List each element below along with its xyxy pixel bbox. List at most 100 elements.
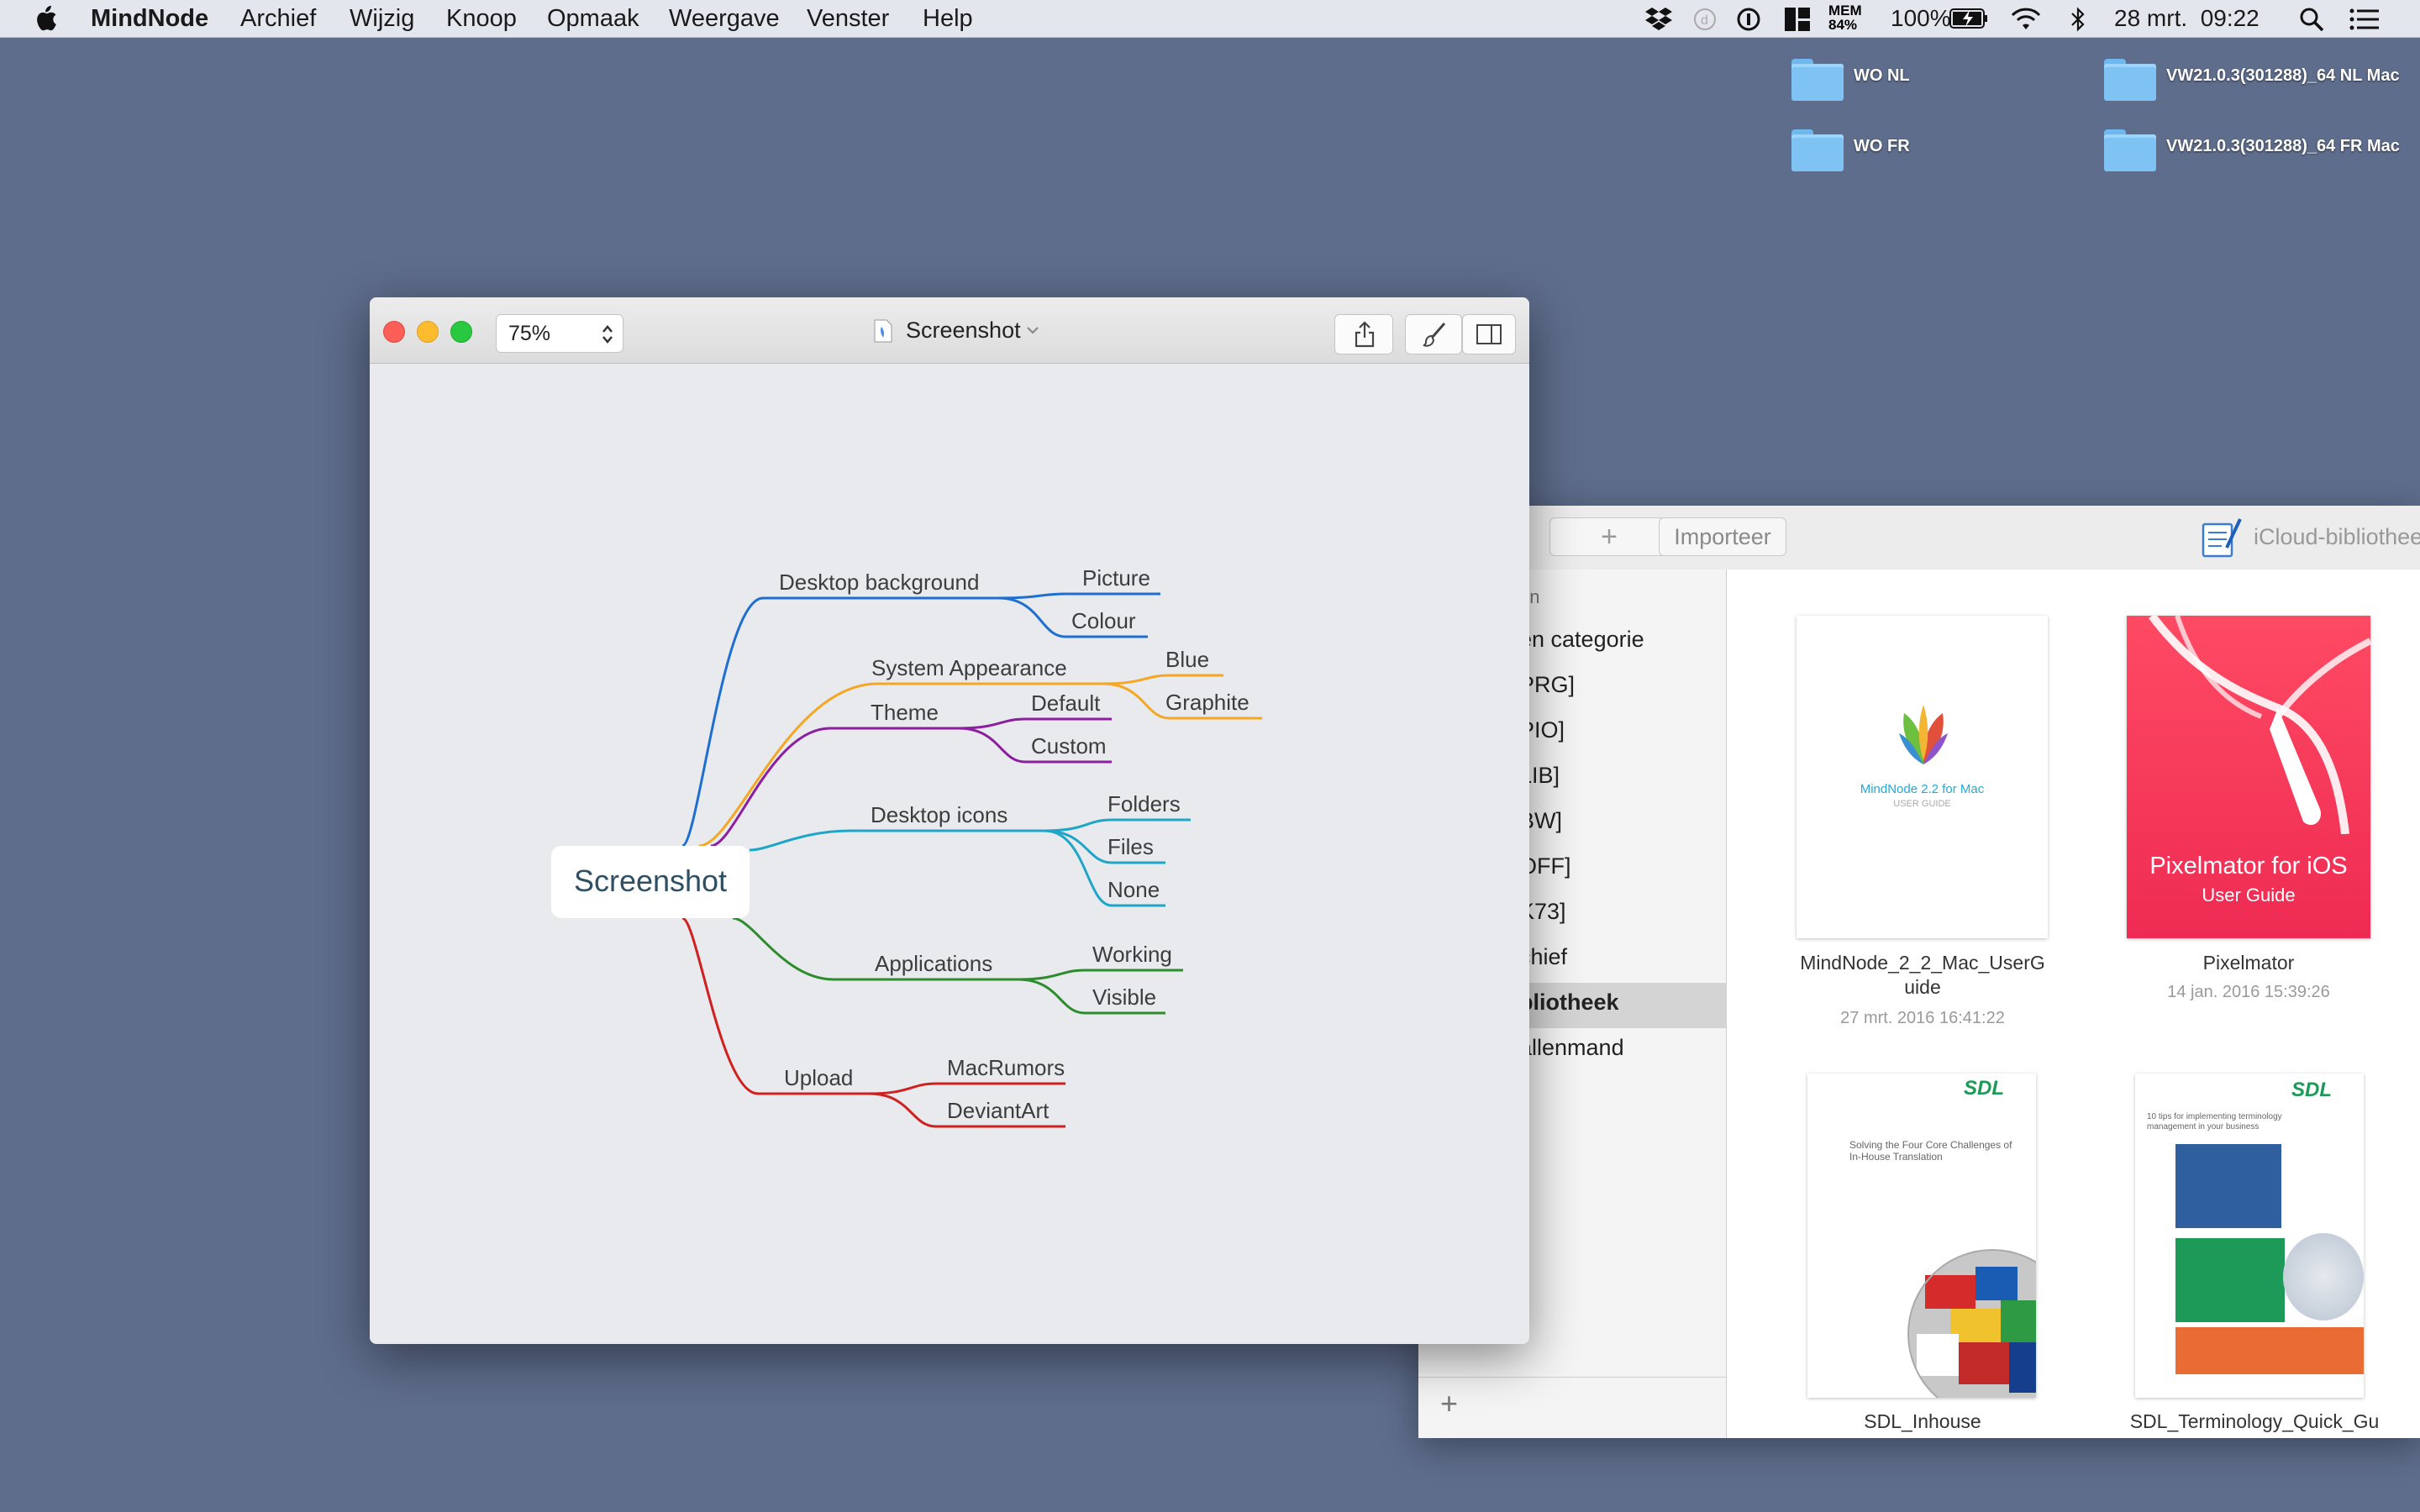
child-node[interactable]: Files	[1107, 834, 1154, 859]
library-toolbar: + Importeer iCloud-bibliotheek	[1418, 506, 2420, 570]
child-node[interactable]: DeviantArt	[947, 1098, 1050, 1123]
branch-connector	[732, 916, 1018, 981]
add-document-button[interactable]: +	[1549, 517, 1669, 556]
branch-node[interactable]: System Appearance	[871, 655, 1067, 680]
menu-venster[interactable]: Venster	[807, 5, 890, 32]
child-node[interactable]: Graphite	[1165, 690, 1249, 715]
child-connector	[957, 717, 1112, 730]
menu-wijzig[interactable]: Wijzig	[350, 5, 415, 32]
menu-opmaak[interactable]: Opmaak	[547, 5, 639, 32]
menu-knoop[interactable]: Knoop	[446, 5, 517, 32]
minimize-button[interactable]	[417, 321, 439, 343]
dropbox-icon[interactable]	[1645, 7, 1672, 30]
branch-node[interactable]: Upload	[784, 1065, 853, 1090]
child-node[interactable]: Folders	[1107, 791, 1181, 816]
stepper-arrows-icon	[602, 325, 613, 344]
branch-node[interactable]: Desktop background	[779, 570, 979, 595]
child-node[interactable]: None	[1107, 877, 1160, 902]
document-title[interactable]: Screenshot	[906, 318, 1021, 343]
clock[interactable]: 28 mrt. 09:22	[2114, 5, 2260, 31]
child-connector	[1102, 682, 1262, 720]
branch-connector	[681, 596, 998, 848]
child-node[interactable]: MacRumors	[947, 1055, 1065, 1080]
child-node[interactable]: Blue	[1165, 647, 1209, 672]
desktop-folder-wo-fr[interactable]: WO FR	[1791, 129, 2144, 197]
people-photo	[2283, 1233, 2364, 1320]
child-connector	[957, 727, 1112, 764]
branch-connector	[749, 829, 1044, 852]
sidebar-item-selected[interactable]: bliotheek	[1519, 990, 1619, 1015]
sidebar-toggle-button[interactable]	[1462, 314, 1516, 354]
document-name: MindNode_2_2_Mac_UserG uide	[1769, 951, 2076, 1000]
close-button[interactable]	[383, 321, 405, 343]
wifi-icon[interactable]	[2010, 8, 2042, 31]
branch-node[interactable]: Theme	[871, 700, 939, 725]
child-node[interactable]: Colour	[1071, 608, 1136, 633]
document-grid: MindNode 2.2 for Mac USER GUIDE MindNode…	[1727, 570, 2420, 1438]
zoom-button[interactable]	[450, 321, 472, 343]
folder-label: VW21.0.3(301288)_64 FR Mac	[2166, 137, 2400, 155]
branch-connector	[681, 916, 869, 1095]
mem-value: 84%	[1828, 17, 1858, 33]
desktop-folder-vw-fr[interactable]: VW21.0.3(301288)_64 FR Mac	[2104, 129, 2420, 197]
zoom-value: 75%	[508, 322, 551, 345]
document-date: 27 mrt. 2016 16:41:22	[1840, 1009, 2005, 1027]
sdl-logo: SDL	[2291, 1079, 2332, 1101]
child-connector	[1044, 818, 1191, 832]
battery-charging-icon[interactable]	[1949, 8, 1988, 29]
notification-center-icon[interactable]	[2349, 8, 2380, 30]
document-name: SDL_Terminology_Quick_Gu	[2129, 1410, 2380, 1432]
bluetooth-icon[interactable]	[2069, 7, 2087, 32]
sidebar-item[interactable]: en categorie	[1519, 627, 1644, 652]
branch-node[interactable]: Applications	[875, 951, 992, 976]
sidebar-add-button[interactable]: +	[1440, 1386, 1459, 1420]
menu-weergave[interactable]: Weergave	[669, 5, 780, 32]
sidebar-footer-divider	[1418, 1377, 1726, 1378]
document-date: 14 jan. 2016 15:39:26	[2167, 983, 2330, 1001]
cover-title: MindNode 2.2 for Mac	[1860, 782, 1985, 796]
share-button[interactable]	[1334, 314, 1393, 354]
document-thumbnail-pixelmator[interactable]: Pixelmator for iOS User Guide	[2127, 616, 2370, 938]
desktop-folder-wo-nl[interactable]: WO NL	[1791, 59, 2144, 126]
document-name-line1: MindNode_2_2_Mac_UserG	[1800, 952, 2045, 974]
desktop-folder-vw-nl[interactable]: VW21.0.3(301288)_64 NL Mac	[2104, 59, 2420, 126]
chevron-down-icon[interactable]	[1026, 324, 1039, 336]
1password-icon[interactable]	[1736, 7, 1761, 32]
child-connector	[997, 596, 1148, 638]
document-name: SDL_Inhouse	[1864, 1410, 1981, 1432]
folder-label: VW21.0.3(301288)_64 NL Mac	[2166, 66, 2400, 85]
folder-icon	[1791, 129, 1844, 171]
root-node[interactable]	[551, 846, 750, 918]
style-inspector-button[interactable]	[1405, 314, 1462, 354]
document-thumbnail-sdl-inhouse[interactable]: SDL Solving the Four Core Challenges of …	[1807, 1074, 2036, 1398]
branch-connector	[710, 727, 958, 848]
child-node[interactable]: Default	[1031, 690, 1101, 716]
zoom-select[interactable]: 75%	[496, 314, 623, 353]
sdl-logo: SDL	[1964, 1077, 2004, 1100]
child-node[interactable]: Visible	[1092, 984, 1156, 1010]
sidebar-item[interactable]: allenmand	[1519, 1035, 1624, 1060]
child-connector	[1044, 829, 1165, 907]
menu-help[interactable]: Help	[923, 5, 973, 32]
child-node[interactable]: Working	[1092, 942, 1172, 967]
svg-text:d: d	[1701, 13, 1708, 28]
import-button[interactable]: Importeer	[1659, 517, 1786, 556]
child-connector	[997, 592, 1160, 600]
d-status-icon[interactable]: d	[1692, 7, 1718, 32]
child-node[interactable]: Picture	[1082, 565, 1150, 591]
app-menu[interactable]: MindNode	[91, 5, 209, 32]
cover-title: Solving the Four Core Challenges of In-H…	[1849, 1139, 2012, 1163]
document-thumbnail-sdl-terminology[interactable]: SDL 10 tips for implementing terminology…	[2135, 1074, 2364, 1398]
spotlight-search-icon[interactable]	[2299, 7, 2324, 32]
window-titlebar: 75% Screenshot	[370, 297, 1529, 364]
menu-archief[interactable]: Archief	[240, 5, 317, 32]
branch-node[interactable]: Desktop icons	[871, 802, 1007, 827]
document-thumbnail-mindnode-guide[interactable]: MindNode 2.2 for Mac USER GUIDE	[1797, 616, 2048, 938]
cover-subtitle: USER GUIDE	[1893, 799, 1951, 809]
apple-logo-icon[interactable]	[34, 5, 57, 32]
layout-grid-icon[interactable]	[1785, 8, 1810, 31]
child-node[interactable]: Custom	[1031, 733, 1107, 759]
library-title: iCloud-bibliotheek	[2254, 524, 2420, 549]
